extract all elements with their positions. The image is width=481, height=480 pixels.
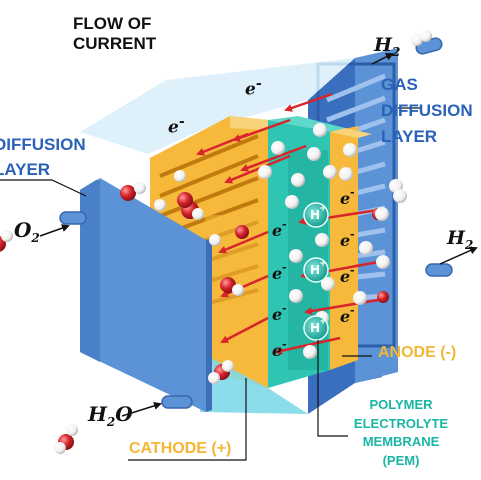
electron-charge: - [350,186,355,199]
hydrogen-out-label: H2 [447,227,474,252]
electron-charge: - [350,264,355,277]
svg-text:e: e [340,307,350,326]
proton-charge: + [319,259,327,269]
electron-label-top: e- [168,114,185,138]
hydrogen-in-label: H2 [374,34,401,59]
electron-charge: - [350,228,355,241]
gas-pipes [59,37,453,409]
gas-diffusion-layer-left-label: DIFFUSION LAYER [0,135,86,179]
svg-text:e: e [272,305,282,324]
svg-text:e: e [272,264,282,283]
proton-label: H [310,208,320,222]
svg-text:e: e [340,267,350,286]
proton-charge: + [319,317,327,327]
electron-label-top-right: e- [245,76,262,100]
anode-label: ANODE (-) [378,344,457,361]
gas-diffusion-layer-right-label: GAS DIFFUSION LAYER [381,75,473,146]
label-leader-lines [0,107,420,461]
electron-charge: - [282,302,287,315]
svg-text:e: e [340,189,350,208]
anode-layer [330,126,372,370]
flow-of-current-label: FLOW OF CURRENT [73,14,157,53]
gas-flow-arrows [39,53,478,417]
proton-label: H [310,263,320,277]
svg-text:e: e [272,341,282,360]
cathode-gas-diffusion-plate [80,178,212,412]
proton-ions [303,202,329,341]
oxygen-in-label: O2 [14,218,40,245]
electron-charge: - [282,338,287,351]
cathode-label: CATHODE (+) [129,440,232,457]
svg-text:e: e [272,221,282,240]
housing-top [80,58,355,154]
electron-flow-arrows [196,92,379,355]
svg-text:e: e [340,231,350,250]
electron-charge: - [350,304,355,317]
electron-markers: e e e e e e e e [272,189,350,360]
proton-label: H [310,321,320,335]
proton-charge: + [319,204,327,214]
pem-label: POLYMER ELECTROLYTE MEMBRANE (PEM) [353,397,449,468]
electron-charge: - [282,218,287,231]
electron-charge: - [282,261,287,274]
water-out-label: H2O [88,402,133,429]
